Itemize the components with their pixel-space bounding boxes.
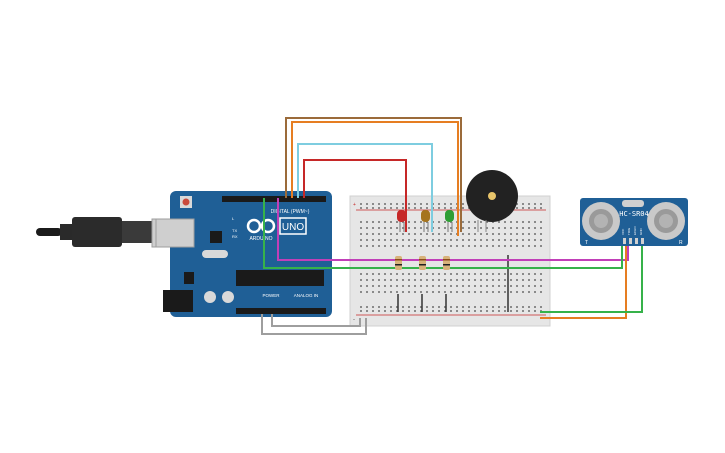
analog-header-label: ANALOG IN [294, 293, 319, 298]
wire-orange [291, 121, 459, 236]
atmega-chip [236, 270, 324, 286]
power-analog-header [236, 308, 326, 314]
wire-orange-sensor [540, 244, 627, 319]
resistor-1[interactable] [395, 256, 402, 270]
usb-port [155, 218, 195, 248]
sensor-pins: VCC TRIG ECHO GND [621, 226, 644, 244]
wire-brown [285, 117, 462, 232]
led-red[interactable] [397, 210, 406, 232]
rail-minus-label: - [353, 317, 355, 323]
rx-label: RX [232, 234, 238, 239]
sensor-t-label: T [585, 240, 588, 246]
digital-header [222, 196, 326, 202]
led-green[interactable] [445, 210, 454, 232]
wire-red [303, 159, 407, 232]
board-brand-label: ARDUINO [249, 236, 272, 242]
sensor-model-label: HC-SR04 [619, 210, 649, 218]
board-model-label: UNO [282, 222, 304, 233]
power-jack [163, 290, 193, 312]
resistor-3[interactable] [443, 256, 450, 270]
ultrasonic-sensor[interactable]: HC-SR04 T R VCC TRIG ECHO GND [580, 198, 688, 246]
sensor-pin-trig: TRIG [627, 227, 631, 235]
l-label: L [232, 216, 235, 221]
piezo-buzzer[interactable] [466, 170, 518, 232]
rail-plus-label: + [353, 202, 356, 208]
arduino-board[interactable]: UNO ARDUINO DIGITAL (PWM~) POWER ANALOG … [155, 191, 332, 317]
wire-magenta [277, 198, 629, 261]
sensor-r-label: R [679, 240, 683, 246]
wire-cyan [297, 143, 433, 232]
led-yellow[interactable] [421, 210, 430, 232]
resistor-2[interactable] [419, 256, 426, 270]
tx-label: TX [232, 228, 237, 233]
sensor-pin-gnd: GND [639, 228, 643, 236]
sensor-pin-echo: ECHO [633, 226, 637, 235]
digital-header-label: DIGITAL (PWM~) [271, 209, 310, 215]
wire-gray-2 [271, 314, 361, 327]
wire-green-sensor [540, 244, 643, 313]
sensor-pin-vcc: VCC [621, 228, 625, 235]
wire-gray-1 [261, 314, 367, 335]
power-header-label: POWER [262, 293, 280, 298]
